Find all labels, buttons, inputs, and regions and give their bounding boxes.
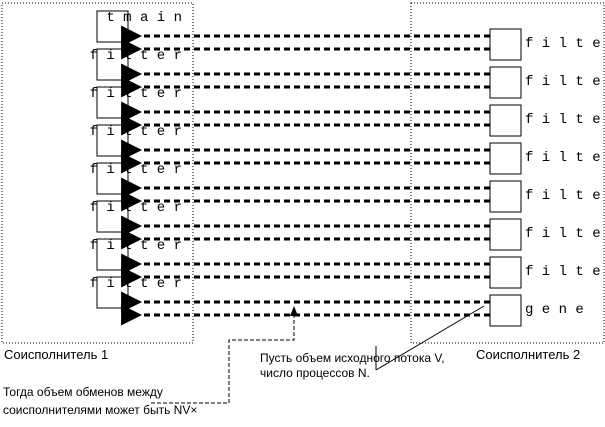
note-right-line-1: Пусть объем исходного потока V, [260, 351, 445, 365]
right-process-label: f i l t e r [525, 264, 605, 280]
note-left-line-1: Тогда объем обменов между [3, 385, 163, 399]
coexecutor-1-frame [1, 2, 194, 344]
right-process-box [489, 142, 522, 175]
note-left-pointer [151, 312, 295, 404]
note-right-pointer [375, 305, 485, 371]
coexecutor-2-label: Соисполнитель 2 [476, 347, 580, 362]
right-processes: f i l t e r f i l t e r f i l t e r f i l t… [489, 28, 605, 327]
right-process-box [489, 294, 522, 327]
coexecutor-1-label: Соисполнитель 1 [4, 347, 108, 362]
note-right-line-2: число процессов N. [260, 366, 370, 380]
right-process-box [489, 104, 522, 137]
exchange-arrows [121, 25, 490, 326]
right-process-box [489, 28, 522, 61]
left-process-label: t m a i n [106, 10, 182, 26]
note-left-arrowhead [290, 306, 298, 316]
right-process-label: f i l t e r [525, 74, 605, 90]
right-process-box [489, 180, 522, 213]
right-process-label: f i l t e r [525, 112, 605, 128]
right-process-label: f i l t e r [525, 226, 605, 242]
right-process-box [489, 66, 522, 99]
right-process-label: f i l t e r [525, 188, 605, 204]
right-process-box [489, 256, 522, 289]
right-process-box [489, 218, 522, 251]
right-process-label: f i l t e r [525, 150, 605, 166]
coexecutor-2-frame [410, 2, 605, 344]
right-process-label: f i l t e r [525, 36, 605, 52]
note-left-line-2: соисполнителями может быть NV× [3, 403, 197, 417]
right-process-label: g e n e [525, 302, 584, 318]
